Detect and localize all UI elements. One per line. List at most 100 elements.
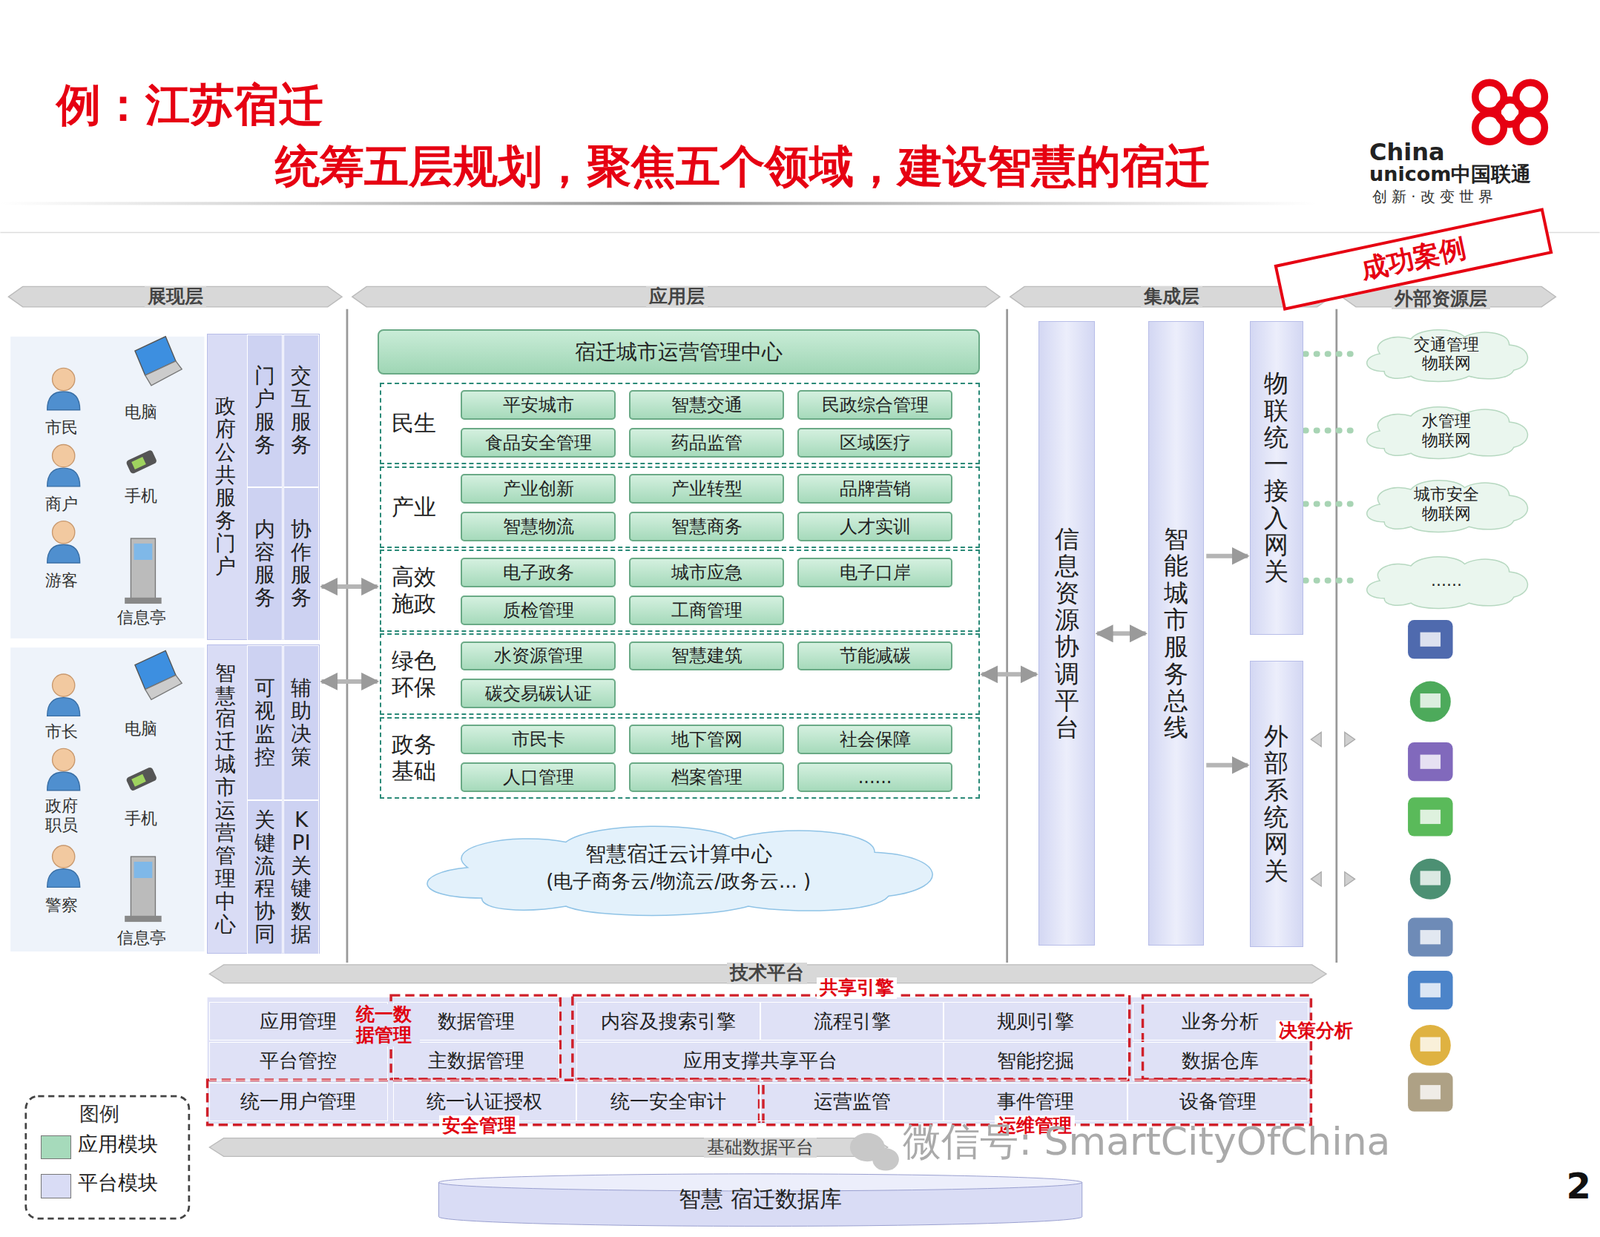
svg-rect (1420, 810, 1442, 825)
node-text: KPI关键数据 (290, 809, 312, 947)
node-text: 智慧宿迁云计算中心 (585, 840, 773, 869)
node-text: 应用管理 (259, 1008, 337, 1035)
svg-rect (0, 201, 1316, 205)
svg-rect (134, 861, 153, 879)
svg-circle (52, 367, 75, 391)
node-text: 社会保障 (839, 727, 911, 752)
app-module: 水资源管理 (460, 641, 616, 672)
slogan: 创新·改变世界 (1372, 188, 1497, 206)
service-column: 协作服务 (283, 487, 319, 641)
svg-rect (1420, 983, 1442, 998)
iot-cloud: 水管理 物联网 (1357, 401, 1537, 461)
resource-icon (1407, 918, 1454, 957)
user-label: 市民 (45, 418, 78, 437)
svg-g (850, 1133, 900, 1172)
service-column: 可视监控 (247, 645, 283, 801)
node-text: 应用支撑共享平台 (683, 1048, 838, 1075)
portal-panel: 政府公共服务门户门户服务交互服务内容服务协作服务 (206, 333, 319, 641)
connector-arrow (1097, 631, 1147, 636)
svg-path (47, 391, 81, 411)
resource-icon (1410, 858, 1451, 900)
integration-column: 智能城市服务总线 (1148, 321, 1205, 946)
app-module: 档案管理 (629, 762, 785, 793)
svg-path (47, 544, 81, 564)
node-text: 业务分析 (1181, 1008, 1259, 1035)
node-text: 成功案例 (1357, 229, 1470, 288)
cloud-shape: 智慧宿迁云计算中心(电子商务云/物流云/政务云... ) (397, 816, 960, 920)
integration-column: 物联统一接入网关 (1249, 321, 1304, 635)
svg-rect (25, 1096, 190, 1219)
svg-polygon (145, 675, 183, 700)
svg-rect (1407, 797, 1454, 836)
app-module: ...... (797, 762, 953, 793)
svg-path (1310, 872, 1355, 887)
app-module: 市民卡 (460, 724, 616, 755)
app-module: 电子政务 (460, 557, 616, 588)
user-label: 商户 (45, 494, 78, 514)
service-column: 交互服务 (283, 334, 319, 488)
node-text: 信息资源协调平台 (1054, 525, 1080, 742)
app-module: 地下管网 (629, 724, 785, 755)
device-label: 信息亭 (117, 928, 167, 948)
node-text: 统一认证授权 (426, 1088, 543, 1115)
svg-rect (134, 543, 153, 561)
title: 例：江苏宿迁 (56, 79, 324, 131)
person-icon (47, 748, 81, 790)
dotted-link (1305, 577, 1356, 584)
watermark: 微信号: SmartCityOfChina (902, 1120, 1391, 1165)
platform-module: 内容及搜索引擎 (576, 1002, 761, 1041)
node-text: 产业 (391, 494, 439, 521)
database-cylinder: 智慧 宿迁数据库 (428, 1171, 1092, 1229)
svg-path (1366, 330, 1528, 383)
person-icon (47, 674, 81, 716)
node-text: 物联统一接入网关 (1263, 370, 1289, 586)
domain-group: 产业产业创新产业转型品牌营销智慧物流智慧商务人才实训 (379, 466, 980, 549)
app-module: 产业转型 (629, 473, 785, 504)
platform-module: 流程引擎 (760, 1002, 945, 1041)
layer-name: 集成层 (1140, 286, 1203, 308)
svg-g (1475, 82, 1546, 142)
group-label: 决策分析 (1275, 1020, 1356, 1043)
service-column: KPI关键数据 (283, 800, 319, 955)
svg-g (207, 995, 1312, 1126)
legend-swatch (40, 1174, 72, 1198)
node-text: ...... (1411, 571, 1483, 590)
node-text: 内容及搜索引擎 (600, 1008, 736, 1035)
node-text: 辅助决策 (290, 677, 312, 769)
node-text: 食品安全管理 (485, 430, 592, 455)
platform-module: 规则引擎 (943, 1002, 1128, 1041)
platform-module: 设备管理 (1127, 1082, 1308, 1122)
dotted-link (1305, 501, 1356, 508)
app-module: 碳交易碳认证 (460, 678, 616, 709)
svg-path (1310, 732, 1355, 747)
svg-polygon (8, 286, 342, 308)
service-column: 内容服务 (247, 487, 283, 641)
node-text: 水资源管理 (494, 643, 584, 668)
svg-line (1005, 309, 1009, 963)
kiosk-icon (124, 538, 162, 604)
node-text: 智能城市服务总线 (1163, 525, 1189, 742)
svg-rect (572, 995, 1130, 1080)
connector-arrow (982, 672, 1037, 677)
resource-icon (1407, 620, 1454, 659)
node-text: 设备管理 (1179, 1088, 1257, 1115)
svg-rect (124, 916, 162, 923)
device-label: 信息亭 (117, 608, 167, 627)
svg-line (1335, 309, 1338, 963)
person-icon (47, 845, 81, 888)
node-text: 品牌营销 (839, 476, 911, 501)
group-label: 共享引擎 (816, 977, 897, 1000)
node-text: 市民卡 (511, 727, 566, 752)
svg-path (427, 826, 933, 916)
resource-icon (1407, 1073, 1454, 1112)
domain-group: 政务 基础市民卡地下管网社会保障人口管理档案管理...... (379, 717, 980, 799)
svg-circle (1410, 858, 1451, 900)
svg-rect (10, 647, 204, 952)
node-text: 运营监管 (813, 1088, 891, 1115)
svg-rect (131, 774, 147, 788)
service-column: 辅助决策 (283, 645, 319, 801)
node-text: 关键流程协同 (254, 809, 276, 947)
node-text: 药品监管 (671, 430, 743, 455)
node-text: 碳交易碳认证 (485, 681, 592, 706)
app-module: 智慧商务 (629, 511, 785, 542)
